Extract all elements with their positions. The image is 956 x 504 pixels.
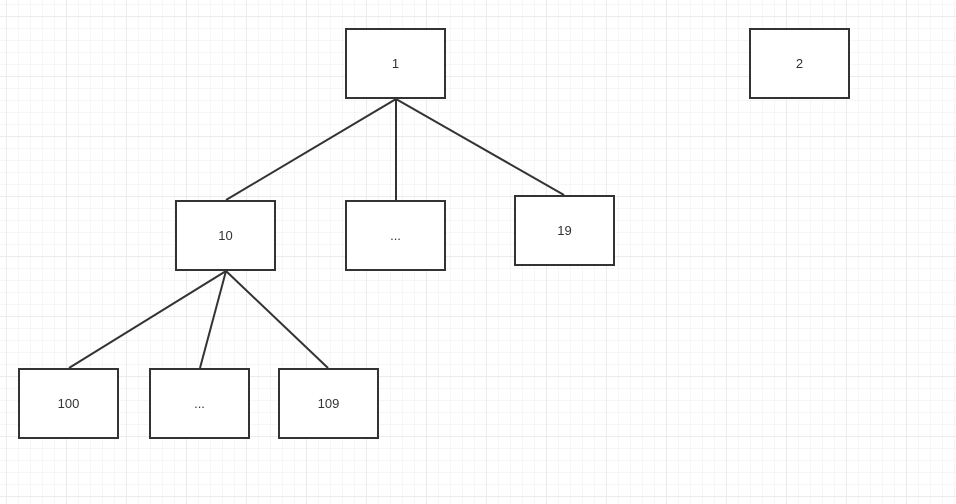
node-100[interactable]: 100 bbox=[18, 368, 119, 439]
node-ellipsis-level-3[interactable]: ... bbox=[149, 368, 250, 439]
node-label: 100 bbox=[57, 396, 80, 411]
node-10[interactable]: 10 bbox=[175, 200, 276, 271]
node-2[interactable]: 2 bbox=[749, 28, 850, 99]
edge-1-to-10[interactable] bbox=[225, 98, 397, 201]
node-109[interactable]: 109 bbox=[278, 368, 379, 439]
node-ellipsis-level-2[interactable]: ... bbox=[345, 200, 446, 271]
node-1[interactable]: 1 bbox=[345, 28, 446, 99]
node-label: ... bbox=[390, 228, 401, 243]
node-19[interactable]: 19 bbox=[514, 195, 615, 266]
node-label: 19 bbox=[557, 223, 572, 238]
node-label: 2 bbox=[795, 56, 804, 71]
edge-10-to-109[interactable] bbox=[225, 270, 329, 369]
edge-1-to-19[interactable] bbox=[395, 98, 565, 196]
edge-10-to-mid2[interactable] bbox=[199, 270, 227, 369]
edge-10-to-100[interactable] bbox=[68, 270, 227, 369]
node-label: 10 bbox=[218, 228, 233, 243]
node-label: 109 bbox=[317, 396, 340, 411]
node-label: ... bbox=[194, 396, 205, 411]
node-label: 1 bbox=[391, 56, 400, 71]
